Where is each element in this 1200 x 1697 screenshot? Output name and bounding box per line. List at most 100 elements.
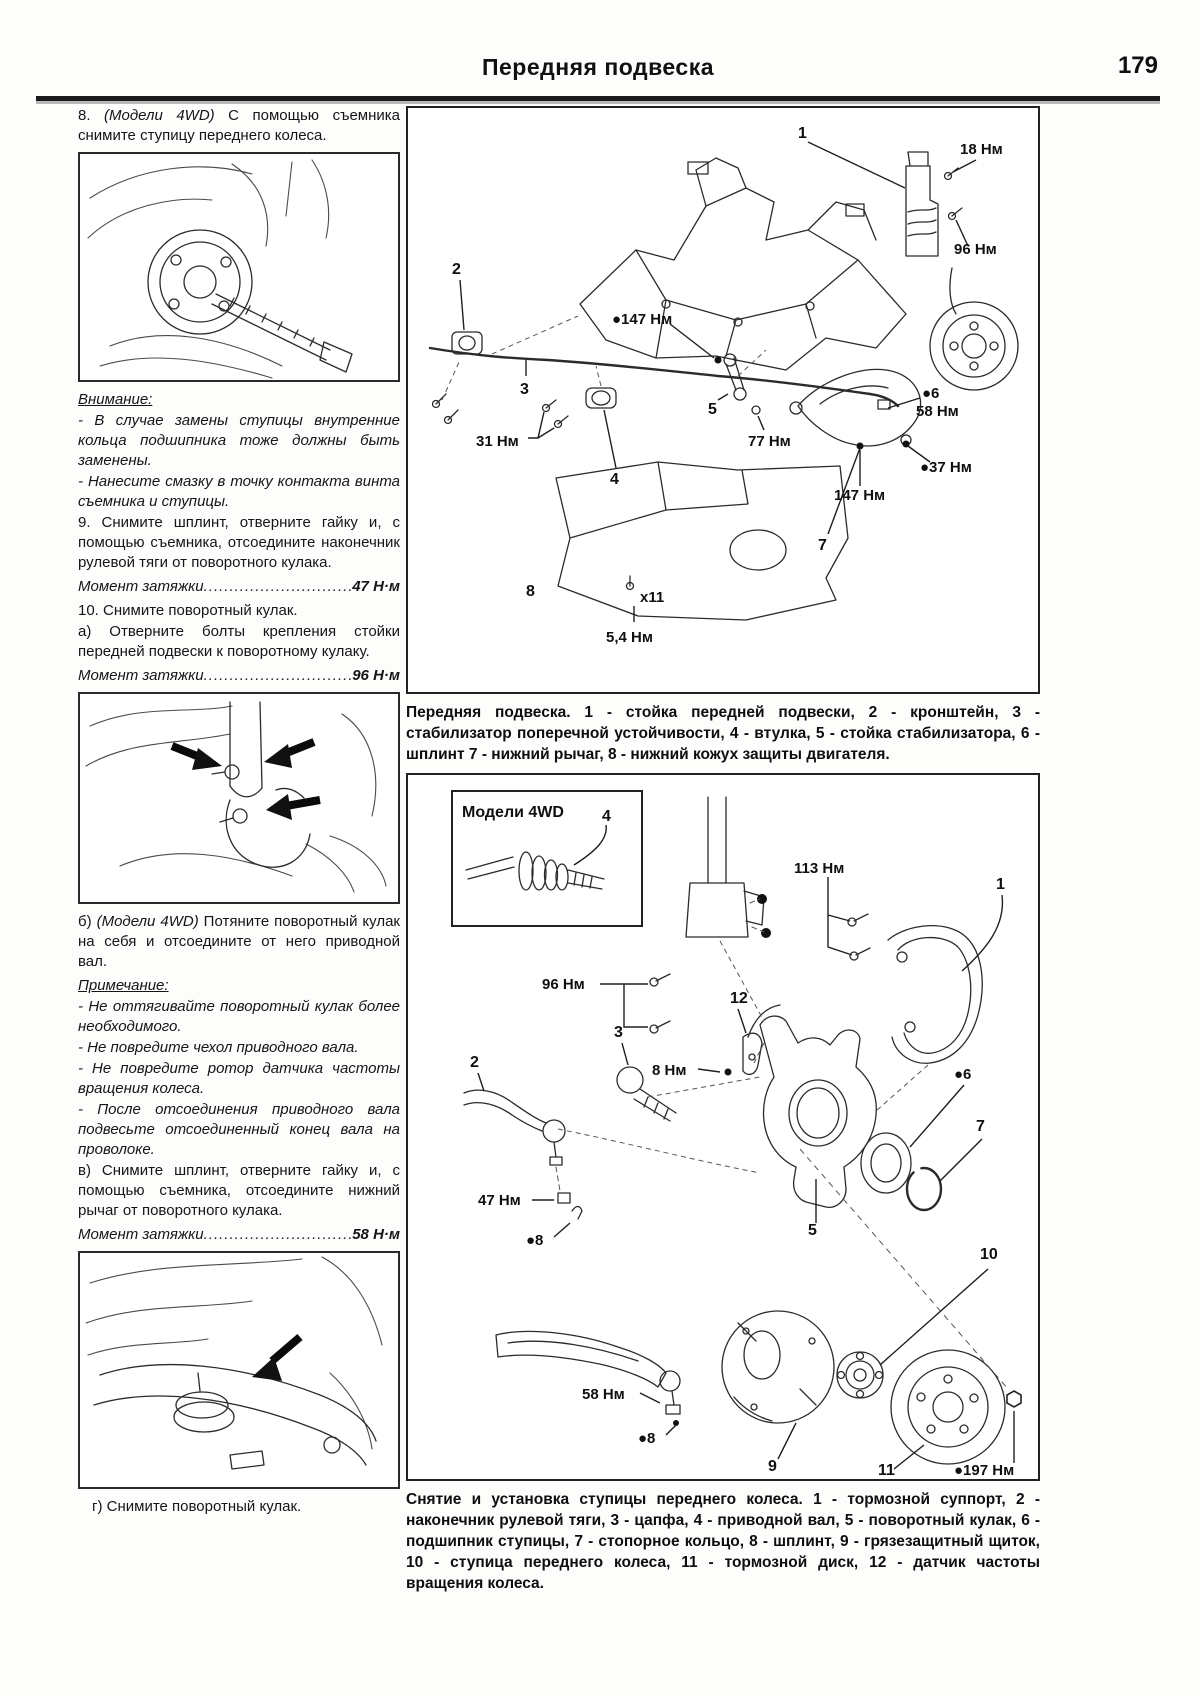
warning-title: Внимание: — [78, 391, 153, 408]
torque-label: Момент затяжки — [78, 578, 204, 595]
step-10a: а) Отверните болты крепления стойки пере… — [78, 623, 400, 660]
torque-18nm: 18 Нм — [960, 141, 1003, 158]
torque-8nm: 8 Нм — [652, 1062, 686, 1079]
torque-96nm: 96 Нм — [542, 976, 585, 993]
warning-item: - Нанесите смазку в точку контакта винта… — [78, 473, 400, 510]
callout-6: ●6 — [954, 1066, 971, 1083]
bolt-dot — [856, 442, 864, 450]
torque-147nm-a: ●147 Нм — [612, 311, 672, 328]
note-item: - После отсоединения приводного вала под… — [78, 1101, 400, 1158]
callout-8a: ●8 — [526, 1232, 543, 1249]
torque-label: Момент затяжки — [78, 1226, 204, 1243]
torque-leader-dots: ................................ — [203, 578, 353, 595]
brake-caliper-drawing — [887, 925, 983, 1064]
torque-value: 96 Н·м — [352, 667, 400, 684]
page-title: Передняя подвеска — [481, 54, 715, 80]
bolt-dot — [714, 356, 722, 364]
abs-sensor-drawing — [742, 1004, 781, 1076]
bearing-and-ring-drawing — [860, 1132, 943, 1212]
inset-4wd-box: Модели 4WD 4 — [451, 790, 643, 927]
balljoint-arrow — [252, 1333, 303, 1381]
note-item: - Не повредите чехол приводного вала. — [78, 1039, 359, 1056]
tie-rod-end-drawing — [463, 1089, 583, 1220]
step-8-models: (Модели 4WD) — [104, 107, 215, 124]
warning-item: - В случае замены ступицы внутренние кол… — [78, 412, 400, 469]
step-8-text: С помощью съемника снимите ступицу перед… — [78, 107, 400, 144]
lower-arm-part-drawing — [789, 368, 922, 447]
callout-3: 3 — [520, 381, 529, 398]
engine-cover-drawing — [555, 461, 849, 621]
callout-3: 3 — [614, 1024, 623, 1041]
step-10b: б) (Модели 4WD) Потяните поворотный кула… — [78, 912, 400, 972]
note-item: - Не повредите ротор датчика частоты вра… — [78, 1060, 400, 1097]
callout-leaders2 — [477, 877, 1015, 1470]
note-title: Примечание: — [78, 977, 169, 994]
callout-4: 4 — [610, 471, 619, 488]
small-bolts2 — [649, 913, 871, 1076]
strut-and-disc-drawing — [905, 151, 1019, 391]
callout-1: 1 — [798, 125, 807, 142]
step-10b-models: (Модели 4WD) — [96, 913, 199, 930]
figure-caption-g: г) Снимите поворотный кулак. — [92, 1498, 302, 1515]
hub-removal-diagram: Модели 4WD 4 — [406, 773, 1040, 1481]
torque-58nm: 58 Нм — [582, 1386, 625, 1403]
callout-5: 5 — [808, 1222, 817, 1239]
figure-strut-bolts — [78, 692, 400, 904]
torque-147nm-b: 147 Нм — [834, 487, 885, 504]
callout-leaders — [459, 141, 977, 622]
page-number: 179 — [1117, 52, 1158, 79]
torque-77nm: 77 Нм — [748, 433, 791, 450]
inset-callout-4: 4 — [602, 808, 611, 825]
torque-113nm: 113 Нм — [794, 860, 844, 877]
torque-5-4nm: 5,4 Нм — [606, 629, 653, 646]
callout-1: 1 — [996, 876, 1005, 893]
step-10v: в) Снимите шплинт, отверните гайку и, с … — [78, 1162, 400, 1219]
torque-197nm: ●197 Нм — [954, 1462, 1014, 1479]
callout-2: 2 — [470, 1054, 479, 1071]
bolt-count-x11: x11 — [640, 589, 664, 606]
step-8-number: 8. — [78, 107, 105, 124]
torque-value: 58 Н·м — [352, 1226, 400, 1243]
assembly-dashes — [441, 315, 767, 401]
brake-disc-drawing — [890, 1349, 1006, 1465]
strut-bolts-drawing — [85, 701, 387, 893]
callout-11: 11 — [878, 1462, 895, 1479]
lower-arm-drawing — [85, 1256, 383, 1470]
callout-9: 9 — [768, 1458, 777, 1475]
step-10: 10. Снимите поворотный кулак. — [78, 602, 298, 619]
header-rule — [36, 96, 1160, 101]
torque-label: Момент затяжки — [78, 667, 204, 684]
torque-spec-96: Момент затяжки .........................… — [78, 666, 400, 686]
diagrams-column: 1 18 Нм 96 Нм 2 ●147 Нм 3 5 31 Нм 4 77 Н… — [406, 106, 1040, 1602]
hub-removal-drawing — [87, 159, 353, 379]
torque-leader-dots: ................................ — [203, 667, 353, 684]
torque-leader-dots: ................................ — [203, 1226, 353, 1243]
torque-37nm: ●37 Нм — [920, 459, 972, 476]
lower-arm2-drawing — [495, 1330, 681, 1426]
torque-spec-58: Момент затяжки .........................… — [78, 1225, 400, 1245]
callout-2: 2 — [452, 261, 461, 278]
instructions-column: 8. (Модели 4WD) С помощью съемника сними… — [78, 106, 400, 1525]
diagram2-caption: Снятие и установка ступицы переднего кол… — [406, 1491, 1040, 1592]
step-9: 9. Снимите шплинт, отверните гайку и, с … — [78, 514, 400, 571]
subframe-drawing — [579, 157, 907, 371]
assembly-dashes2 — [557, 940, 1009, 1390]
diagram2-labels: 113 Нм 1 96 Нм 12 8 Нм 3 2 47 Нм ●8 ●6 7… — [470, 860, 1014, 1479]
torque-58nm: 58 Нм — [916, 403, 959, 420]
note-item: - Не оттягивайте поворотный кулак более … — [78, 998, 400, 1035]
callout-7: 7 — [818, 537, 827, 554]
bolt-dot — [902, 440, 910, 448]
small-bolts — [541, 399, 635, 591]
step-10b-text: Потяните поворотный кулак на себя и отсо… — [78, 913, 400, 970]
step-10b-letter: б) — [78, 913, 97, 930]
hub-nut-drawing — [1006, 1390, 1022, 1408]
callout-10: 10 — [980, 1246, 998, 1263]
figure-hub-removal — [78, 152, 400, 382]
figure-lower-arm: г) Снимите поворотный кулак. — [78, 1251, 400, 1517]
splash-shield-drawing — [721, 1310, 835, 1424]
torque-value: 47 Н·м — [352, 578, 400, 595]
torque-96nm: 96 Нм — [954, 241, 997, 258]
callout-8: 8 — [526, 583, 535, 600]
strut-bracket-drawing — [685, 796, 771, 938]
bolt-arrows — [170, 738, 321, 820]
